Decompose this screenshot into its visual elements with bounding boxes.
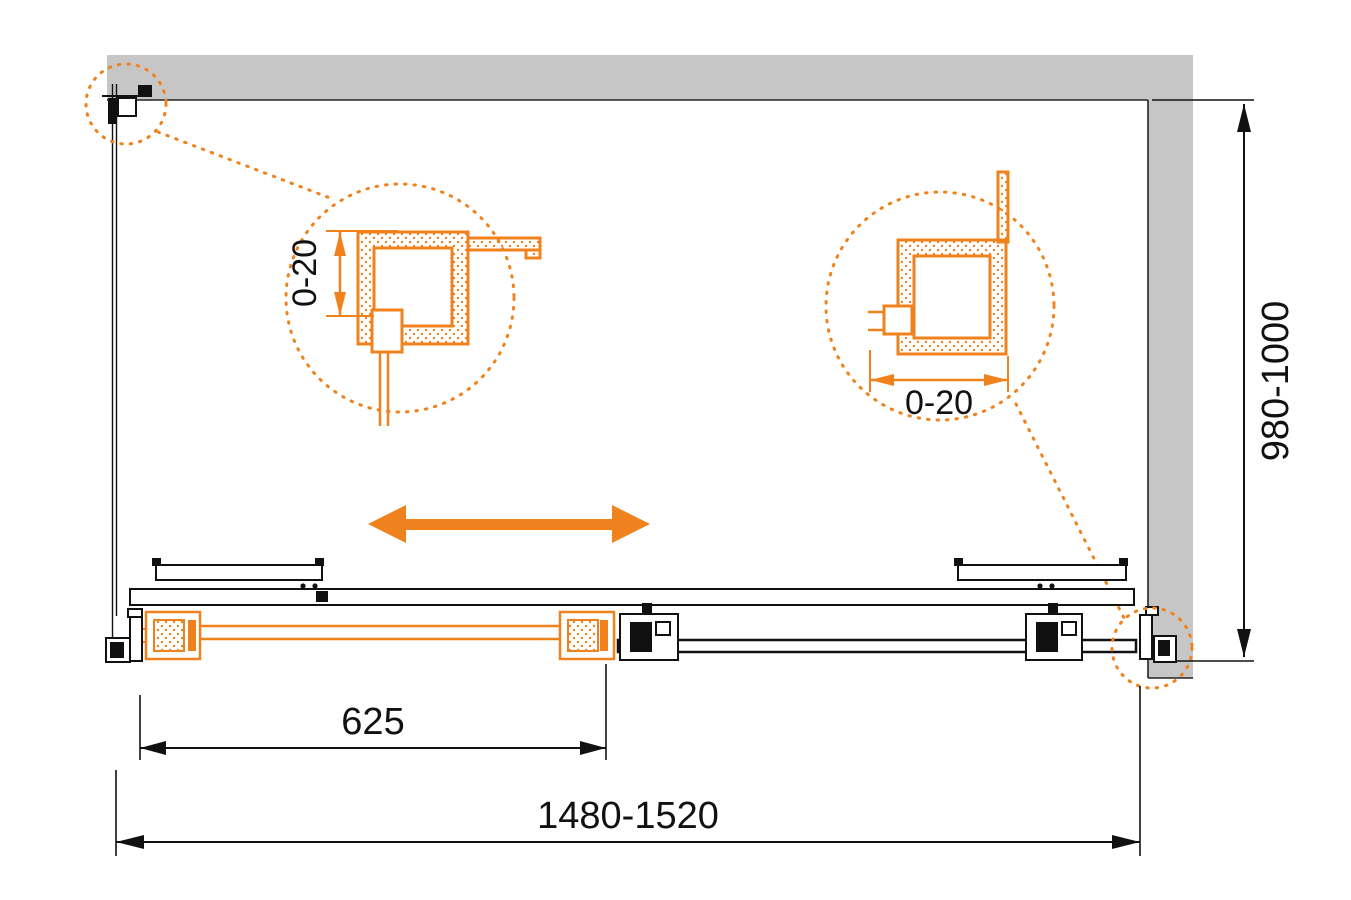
- slide-direction-arrow: [368, 505, 650, 543]
- left-side-frame-line: [111, 84, 118, 638]
- left-adjust-dimension: [326, 230, 398, 317]
- door-assembly: [105, 558, 1177, 663]
- front-door-panel: [131, 610, 616, 661]
- detail-right: 0-20: [824, 170, 1056, 422]
- callout-leader-right: [1014, 402, 1126, 620]
- wall-depth-label: 980-1000: [1255, 301, 1297, 462]
- right-adjust-label: 0-20: [905, 384, 973, 422]
- panel-width-label: 625: [341, 701, 404, 743]
- sliding-rail: [129, 588, 1135, 615]
- dimension-wall-depth: [1152, 99, 1254, 662]
- top-guide-bars: [152, 558, 1128, 589]
- right-adjust-dimension: [869, 350, 1009, 392]
- dimension-panel-width: [139, 664, 607, 760]
- left-adjust-label: 0-20: [286, 239, 324, 307]
- wall-top: [107, 55, 1193, 101]
- back-door-panel: [616, 613, 1138, 661]
- callout-leader-left: [156, 130, 332, 200]
- callout-circle-bottom-right: [1110, 606, 1194, 690]
- detail-circle-right: [824, 190, 1056, 422]
- top-left-wall-bracket: [102, 85, 152, 124]
- detail-circle-left: [284, 182, 516, 414]
- right-profile-section: [868, 170, 1010, 356]
- wall-profile-left: [105, 608, 143, 663]
- left-profile-section: [356, 230, 542, 426]
- overall-width-label: 1480-1520: [537, 795, 719, 837]
- wall-profile-right: [1139, 606, 1177, 663]
- callout-circle-top-left: [84, 62, 168, 146]
- dimension-overall-width: [115, 686, 1141, 856]
- wall-right: [1147, 55, 1193, 679]
- detail-left: 0-20: [284, 182, 542, 426]
